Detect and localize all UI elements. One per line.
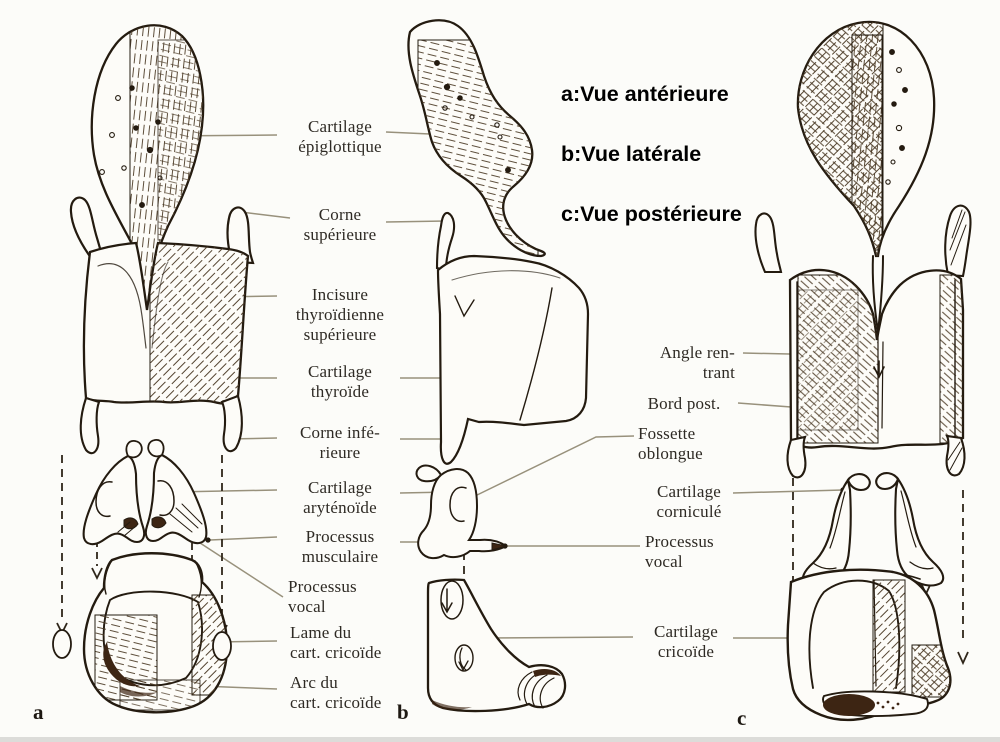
arytenoids-posterior <box>801 472 945 588</box>
epiglottis-pits <box>99 85 163 208</box>
arytenoids-anterior <box>82 439 208 546</box>
figure-letter-a: a <box>33 700 44 724</box>
figure-letter-c: c <box>737 706 747 730</box>
thyroid-lateral <box>436 254 590 465</box>
superior-horn-posterior-right <box>944 204 972 278</box>
figure-a-anterior-view <box>52 24 255 714</box>
label-cartilage-cricoide: Cartilage cricoïde <box>653 622 719 661</box>
epiglottis-pits-posterior <box>885 49 908 185</box>
view-legend: a:Vue antérieure b:Vue latérale c:Vue po… <box>561 49 742 259</box>
superior-horn-posterior-left <box>754 212 783 274</box>
label-corne-inferieure: Corne infé- rieure <box>299 423 381 462</box>
label-angle-rentrant: Angle ren- trant <box>659 343 735 382</box>
label-incisure-thyroidienne-superieure: Incisure thyroïdienne supérieure <box>295 285 385 344</box>
legend-vue-anterieure: a:Vue antérieure <box>561 82 729 106</box>
legend-vue-laterale: b:Vue latérale <box>561 142 702 166</box>
epiglottis-pits-lateral <box>434 60 511 173</box>
label-bord-post: Bord post. <box>647 394 721 413</box>
label-cartilage-epiglottique: Cartilage épiglottique <box>298 117 382 156</box>
scan-edge <box>0 737 1000 742</box>
figure-letter-b: b <box>397 700 409 724</box>
inferior-horn-posterior-left <box>786 435 807 479</box>
inferior-horn-right <box>220 394 243 453</box>
label-processus-musculaire: Processus musculaire <box>301 527 379 566</box>
arytenoid-lateral <box>415 464 508 560</box>
label-processus-vocal: Processus vocal <box>288 577 357 616</box>
facet-knob-left <box>52 629 72 659</box>
facet-knob-right <box>212 631 232 661</box>
label-cartilage-cornicule: Cartilage corniculé <box>656 482 722 521</box>
label-arc-du-cart-cricoide: Arc du cart. cricoïde <box>290 673 382 712</box>
label-corne-superieure: Corne supérieure <box>303 205 377 244</box>
label-processus-vocal-posterieur: Processus vocal <box>645 532 714 571</box>
label-fossette-oblongue: Fossette oblongue <box>638 424 703 463</box>
figure-c-posterior-view <box>754 20 972 722</box>
label-cartilage-arytenoide: Cartilage aryténoïde <box>303 478 377 517</box>
inferior-horn-posterior-right <box>945 434 966 477</box>
legend-vue-posterieure: c:Vue postérieure <box>561 202 742 226</box>
label-lame-du-cart-cricoide: Lame du cart. cricoïde <box>290 623 382 662</box>
inferior-horn-left <box>79 396 101 455</box>
cricoid-lateral <box>426 578 567 713</box>
label-cartilage-thyroide: Cartilage thyroïde <box>307 362 373 401</box>
